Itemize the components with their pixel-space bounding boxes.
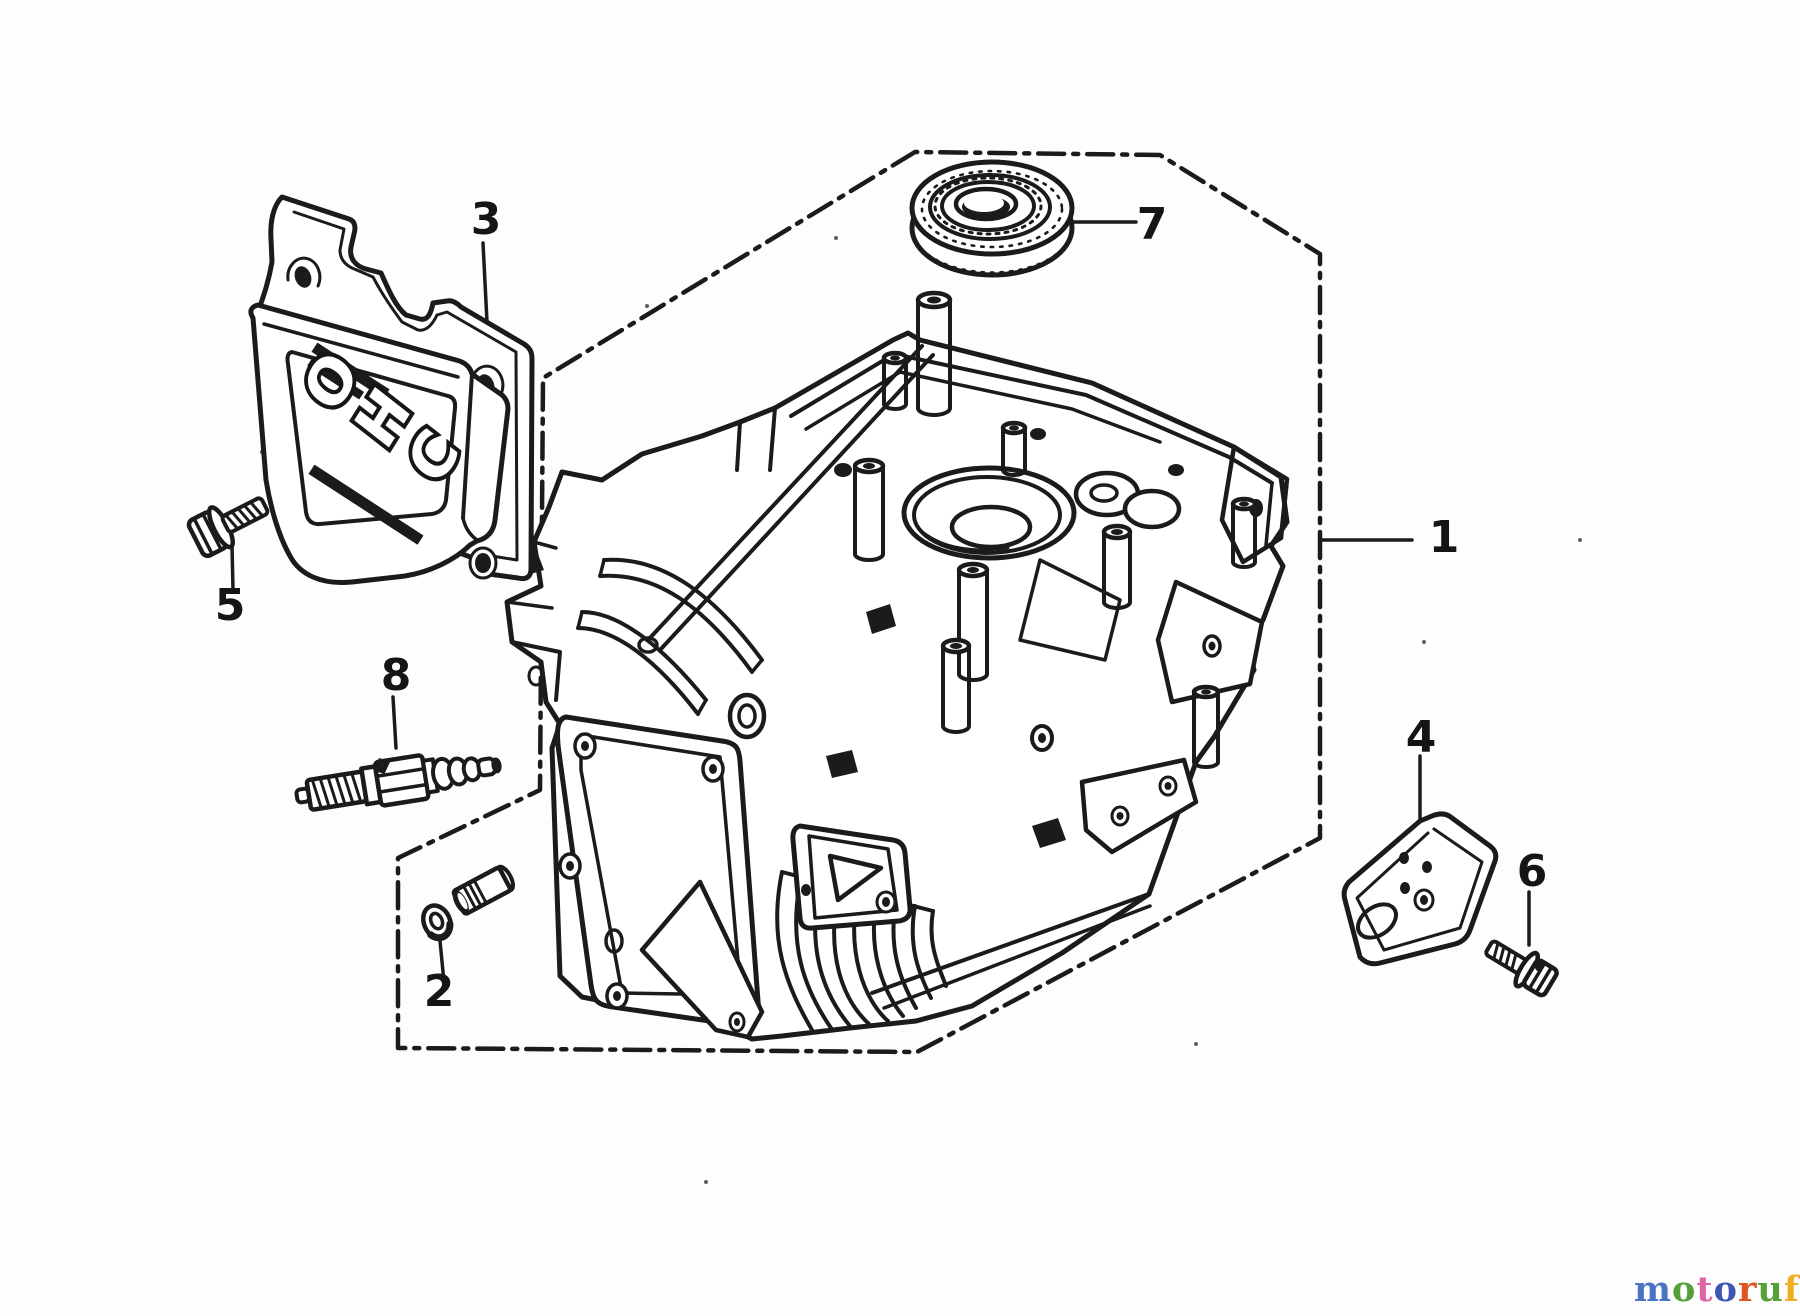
leader-line-2 [438, 939, 446, 984]
part-number-callouts: 1 2 3 4 5 6 7 8 [215, 194, 1548, 1017]
flange-bolt-5-drawing [186, 496, 270, 559]
wm-letter-o2: o [1714, 1269, 1738, 1310]
part-number-2: 2 [424, 966, 455, 1017]
wm-letter-f: f [1784, 1269, 1800, 1310]
side-mounting-lugs [639, 444, 1290, 1040]
gasket-plate-drawing [1341, 811, 1499, 967]
washer-and-pin-drawing [421, 864, 515, 942]
leader-line-8 [391, 695, 398, 750]
watermark-motoruf-logo: motoruf'.de [1634, 1269, 1800, 1310]
part-number-4: 4 [1406, 712, 1437, 763]
leader-line-5 [230, 543, 235, 592]
part-number-5: 5 [215, 580, 246, 631]
exhaust-port-flange [790, 823, 913, 931]
wm-letter-m: m [1634, 1269, 1672, 1310]
cylinder-barrel-drawing [504, 290, 1290, 1042]
wm-letter-o1: o [1672, 1269, 1696, 1310]
cylinder-studs [852, 290, 1258, 769]
leader-lines [230, 220, 1531, 984]
valve-cover-drawing: O H C [248, 194, 535, 586]
wm-letter-t: t [1696, 1269, 1713, 1310]
leader-line-3 [481, 241, 489, 324]
part-number-1: 1 [1429, 512, 1460, 563]
part-number-3: 3 [471, 194, 502, 245]
flange-bolt-6-drawing [1484, 939, 1559, 998]
part-number-6: 6 [1517, 846, 1548, 897]
spark-plug-drawing [294, 753, 502, 812]
wm-letter-r: r [1738, 1269, 1757, 1310]
paper-noise [260, 236, 1582, 1184]
part-number-7: 7 [1137, 199, 1168, 250]
oil-seal-drawing [909, 159, 1075, 278]
part-number-8: 8 [381, 650, 412, 701]
wm-letter-u: u [1757, 1269, 1783, 1310]
